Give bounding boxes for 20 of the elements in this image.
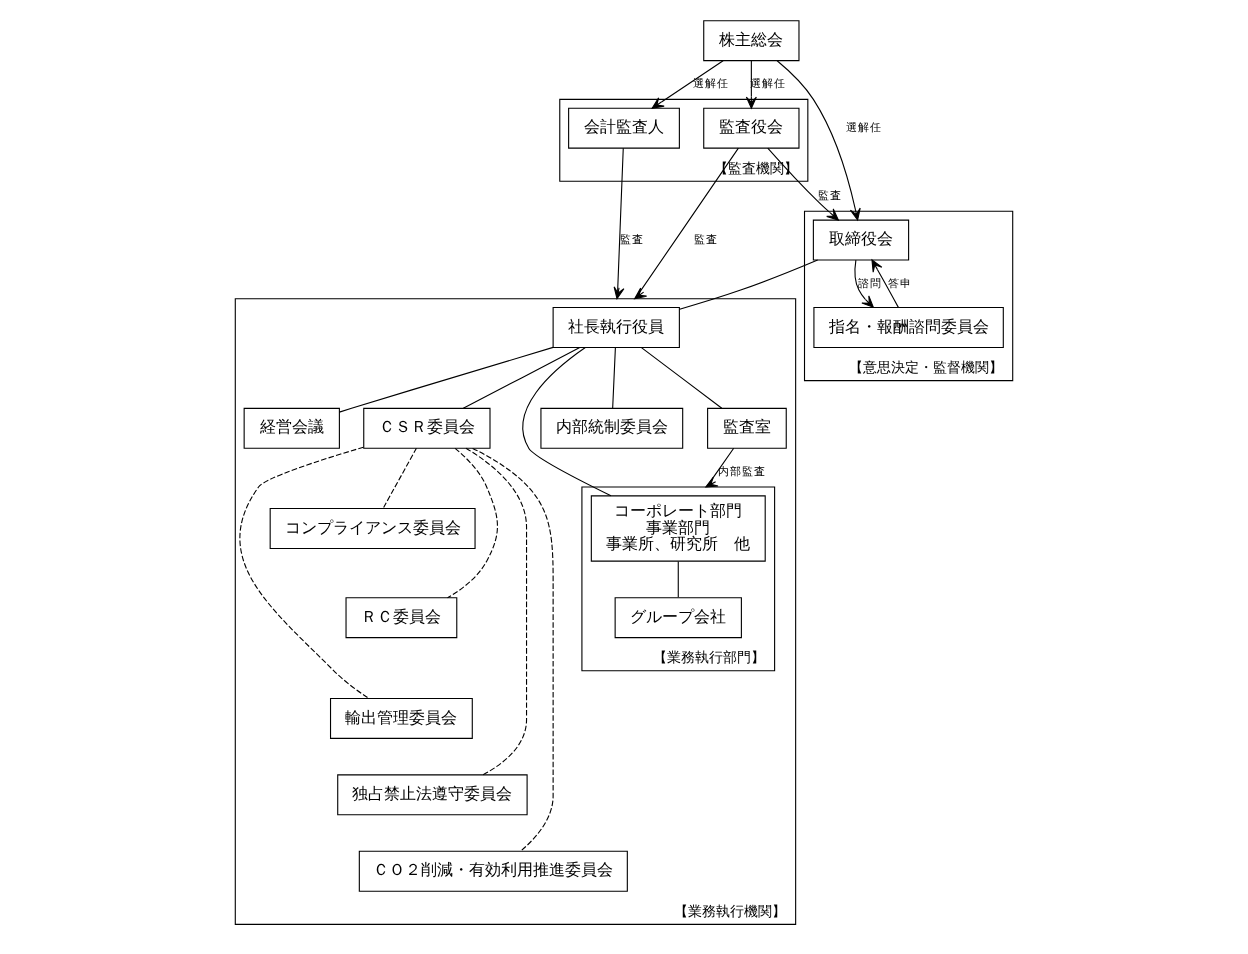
connector [522,347,612,497]
connector [640,347,723,409]
arrow [634,147,739,300]
connector [462,347,581,409]
arrow [613,147,625,300]
arrow [705,447,735,488]
arrow [767,147,839,221]
connector [612,347,616,409]
connector [446,447,498,599]
connector [472,447,554,852]
arrow [871,259,899,308]
connector [338,346,554,413]
connector [465,447,528,776]
arrow [651,60,724,109]
arrow [776,60,861,221]
connector [679,259,819,310]
arrow [854,259,874,308]
connector [382,447,417,510]
connector [677,560,679,598]
connector [239,446,370,699]
